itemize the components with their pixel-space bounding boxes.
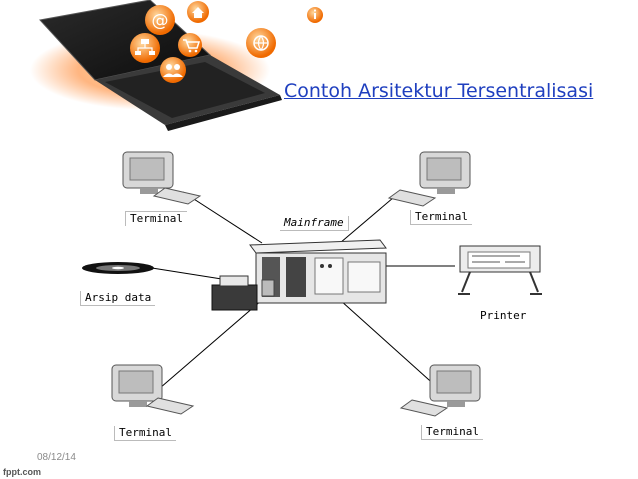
label-archive: Arsip data: [80, 291, 156, 306]
at-icon: @: [145, 5, 175, 35]
printer-icon: [458, 245, 542, 295]
terminal-bottom-right: [399, 364, 481, 417]
slide-date: 08/12/14: [37, 452, 76, 463]
label-printer: Printer: [476, 309, 531, 323]
terminal-bottom-left: [111, 364, 195, 415]
svg-text:@: @: [152, 11, 169, 31]
brand-footer: fppt.com: [3, 467, 41, 477]
network-icon: [130, 33, 160, 63]
mainframe-icon: [211, 239, 387, 311]
label-terminal-bottom-left: Terminal: [114, 426, 176, 441]
globe-icon: [246, 28, 276, 58]
label-mainframe: Mainframe: [280, 216, 349, 231]
archive-disk-icon: [82, 262, 154, 274]
label-terminal-bottom-right: Terminal: [421, 425, 483, 440]
page-title: Contoh Arsitektur Tersentralisasi: [284, 80, 594, 102]
label-terminal-top-right: Terminal: [410, 210, 472, 225]
terminal-top-left: [122, 151, 202, 205]
label-terminal-top-left: Terminal: [125, 211, 187, 226]
home-icon: [187, 1, 209, 23]
info-icon: [307, 7, 323, 23]
terminal-top-right: [387, 151, 471, 207]
connection-lines: [151, 191, 455, 389]
users-icon: [160, 57, 186, 83]
cart-icon: [178, 33, 202, 57]
